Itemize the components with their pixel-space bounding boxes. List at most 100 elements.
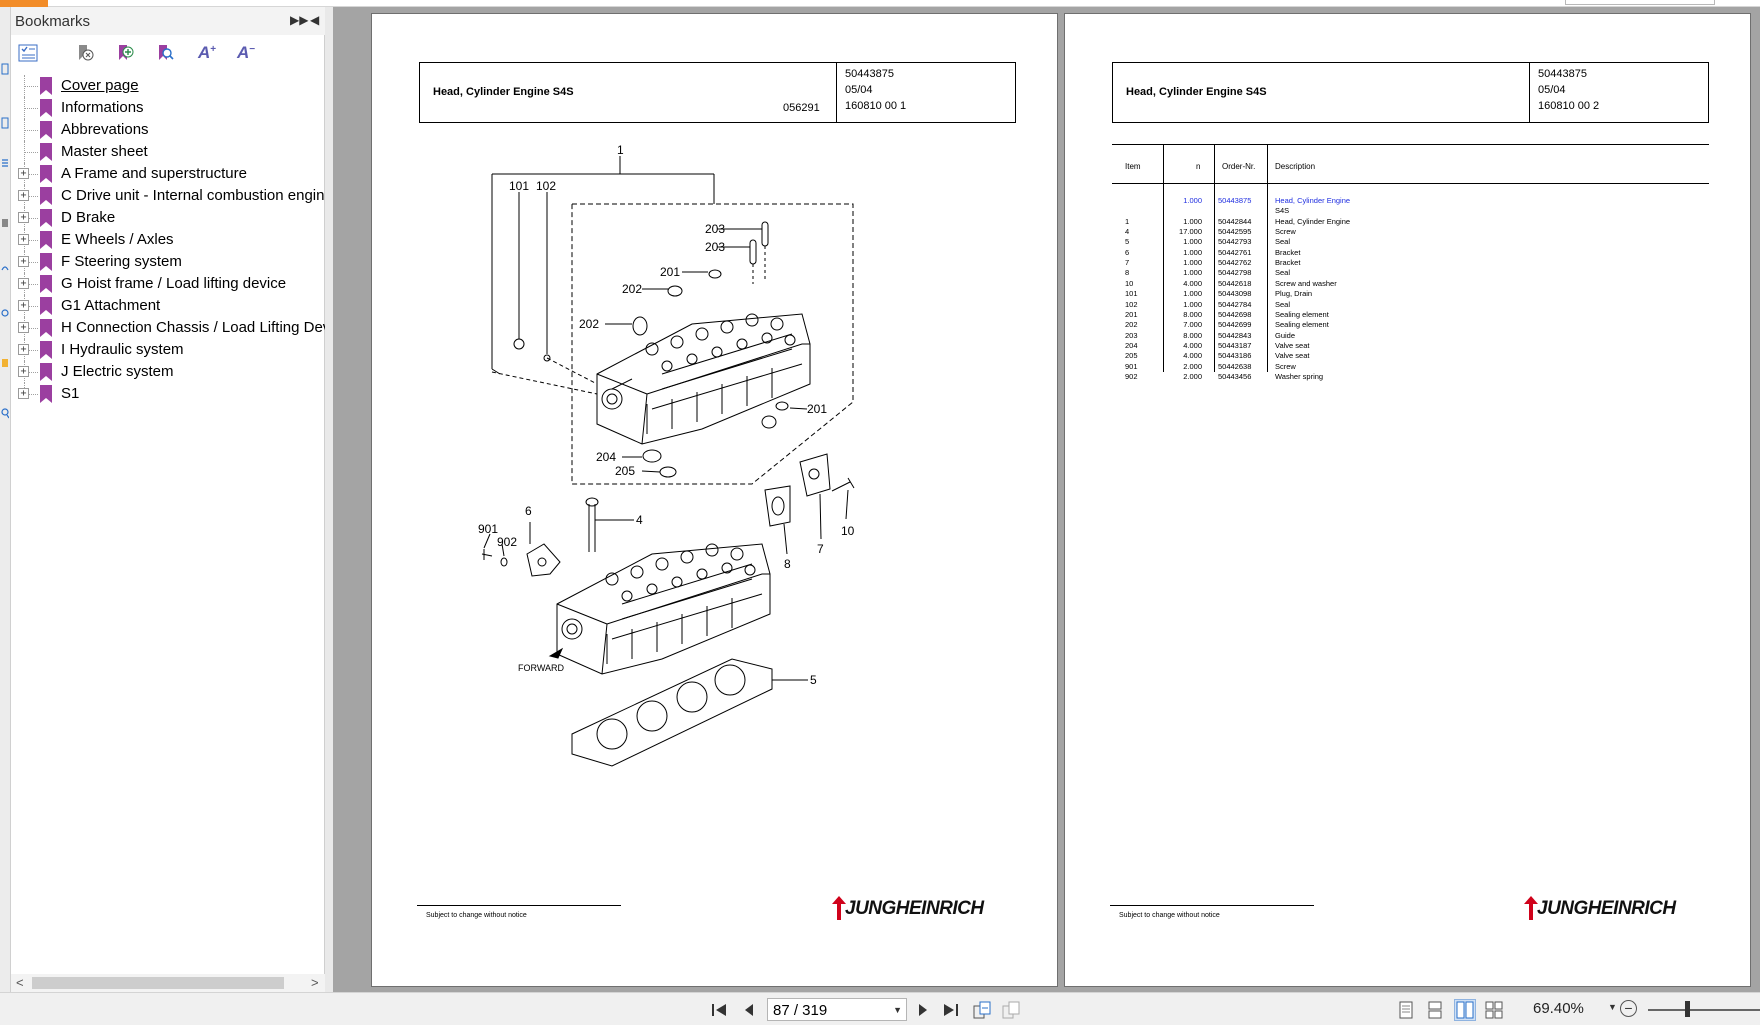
zoom-dropdown-icon[interactable]: ▼ (1608, 1002, 1617, 1012)
expand-toggle-icon[interactable]: + (18, 388, 29, 399)
expand-toggle-icon[interactable]: + (18, 344, 29, 355)
bookmark-label[interactable]: C Drive unit - Internal combustion engin… (61, 187, 325, 204)
expand-toggle-icon[interactable]: + (18, 300, 29, 311)
bookmark-label[interactable]: D Brake (61, 209, 116, 226)
expand-toggle-icon[interactable]: + (18, 322, 29, 333)
expand-panel-icon[interactable]: ▶▶ (290, 13, 309, 27)
next-view-button[interactable] (1000, 999, 1022, 1021)
bookmark-label[interactable]: Cover page (61, 77, 139, 94)
increase-font-button[interactable]: A+ (197, 43, 217, 62)
bookmark-item[interactable]: + D Brake (11, 207, 325, 229)
chevron-down-icon[interactable]: ▼ (893, 1005, 902, 1015)
bookmark-options-button[interactable] (15, 41, 41, 65)
search-box[interactable] (1565, 0, 1715, 5)
bookmark-label[interactable]: E Wheels / Axles (61, 231, 174, 248)
bookmark-item[interactable]: Abbrevations (11, 119, 325, 141)
zoom-level[interactable]: 69.40% (1533, 1000, 1584, 1017)
cell-desc: Seal (1275, 268, 1291, 278)
bookmark-label[interactable]: Informations (61, 99, 144, 116)
bookmark-item[interactable]: Informations (11, 97, 325, 119)
bookmark-item[interactable]: + S1 (11, 383, 325, 405)
scroll-left-icon[interactable]: < (16, 975, 24, 990)
signature-icon[interactable] (1, 262, 9, 274)
delete-bookmark-button[interactable] (72, 41, 98, 65)
comment-icon[interactable] (1, 357, 9, 369)
attachment-icon[interactable] (1, 217, 9, 229)
zoom-slider-track[interactable] (1648, 1009, 1760, 1011)
continuous-facing-view-button[interactable] (1483, 999, 1505, 1021)
bookmark-item[interactable]: + A Frame and superstructure (11, 163, 325, 185)
bookmark-item[interactable]: + F Steering system (11, 251, 325, 273)
forward-label: FORWARD (518, 663, 564, 673)
bookmark-label[interactable]: F Steering system (61, 253, 182, 270)
expand-toggle-icon[interactable]: + (18, 366, 29, 377)
bookmark-label[interactable]: G1 Attachment (61, 297, 161, 314)
zoom-slider-thumb[interactable] (1685, 1001, 1690, 1017)
expand-toggle-icon[interactable]: + (18, 168, 29, 179)
previous-view-button[interactable] (971, 999, 993, 1021)
bookmark-item[interactable]: + C Drive unit - Internal combustion engi… (11, 185, 325, 207)
add-bookmark-button[interactable] (112, 41, 138, 65)
bookmark-item[interactable]: Cover page (11, 75, 325, 97)
cell-item: 5 (1125, 237, 1130, 247)
expand-toggle-icon[interactable]: + (18, 256, 29, 267)
part-number: 50443875 (1538, 68, 1587, 80)
part-number: 50443875 (845, 68, 894, 80)
page-thumbnail-icon[interactable] (1, 63, 9, 75)
bookmark-item[interactable]: + J Electric system (11, 361, 325, 383)
bookmark-item[interactable]: + I Hydraulic system (11, 339, 325, 361)
zoom-out-button[interactable]: − (1620, 1000, 1637, 1017)
cell-order: 50442638 (1218, 361, 1252, 371)
layers-icon[interactable] (1, 157, 9, 169)
search-icon[interactable] (1, 407, 9, 419)
callout-205: 205 (615, 464, 635, 478)
first-page-button[interactable] (708, 999, 730, 1021)
previous-page-button[interactable] (738, 999, 760, 1021)
expand-toggle-icon[interactable]: + (18, 190, 29, 201)
scroll-right-icon[interactable]: > (311, 975, 319, 990)
cell-desc: Guide (1275, 330, 1296, 340)
file-tab[interactable] (0, 0, 48, 7)
bookmark-label[interactable]: A Frame and superstructure (61, 165, 247, 182)
expand-toggle-icon[interactable]: + (18, 278, 29, 289)
scrollbar-thumb[interactable] (32, 977, 284, 989)
bookmark-label[interactable]: Abbrevations (61, 121, 149, 138)
bookmark-item[interactable]: + H Connection Chassis / Load Lifting Dev… (11, 317, 325, 339)
horizontal-scrollbar[interactable]: < > (11, 974, 325, 992)
document-area[interactable]: Head, Cylinder Engine S4S 056291 5044387… (333, 7, 1760, 992)
bookmark-icon (40, 275, 52, 293)
callout-10: 10 (841, 524, 855, 538)
callout-901: 901 (478, 522, 498, 536)
cell-order: 50442698 (1218, 309, 1252, 319)
bookmark-label[interactable]: S1 (61, 385, 80, 402)
expand-toggle-icon[interactable]: + (18, 234, 29, 245)
continuous-view-button[interactable] (1424, 999, 1446, 1021)
bookmark-label[interactable]: I Hydraulic system (61, 341, 184, 358)
bookmark-label[interactable]: G Hoist frame / Load lifting device (61, 275, 287, 292)
bookmark-item[interactable]: + G Hoist frame / Load lifting device (11, 273, 325, 295)
bookmark-label[interactable]: J Electric system (61, 363, 174, 380)
bookmark-item[interactable]: + G1 Attachment (11, 295, 325, 317)
security-icon[interactable] (1, 307, 9, 319)
page-number-field[interactable]: 87 / 319 ▼ (767, 998, 907, 1021)
callout-902: 902 (497, 535, 517, 549)
last-page-button[interactable] (940, 999, 962, 1021)
facing-view-button[interactable] (1454, 999, 1476, 1021)
single-page-view-button[interactable] (1395, 999, 1417, 1021)
decrease-font-button[interactable]: A− (236, 43, 256, 62)
bookmark-label[interactable]: Master sheet (61, 143, 148, 160)
panel-splitter[interactable] (325, 7, 333, 992)
cell-desc: Seal (1275, 299, 1291, 309)
bookmark-label[interactable]: H Connection Chassis / Load Lifting Devi… (61, 319, 325, 336)
expand-toggle-icon[interactable]: + (18, 212, 29, 223)
find-bookmark-button[interactable] (152, 41, 178, 65)
document-icon[interactable] (1, 117, 9, 129)
bookmark-item[interactable]: + E Wheels / Axles (11, 229, 325, 251)
collapse-panel-icon[interactable]: ◀ (310, 13, 320, 27)
next-page-button[interactable] (912, 999, 934, 1021)
jungheinrich-logo: JUNGHEINRICH (831, 896, 984, 924)
bookmark-item[interactable]: Master sheet (11, 141, 325, 163)
